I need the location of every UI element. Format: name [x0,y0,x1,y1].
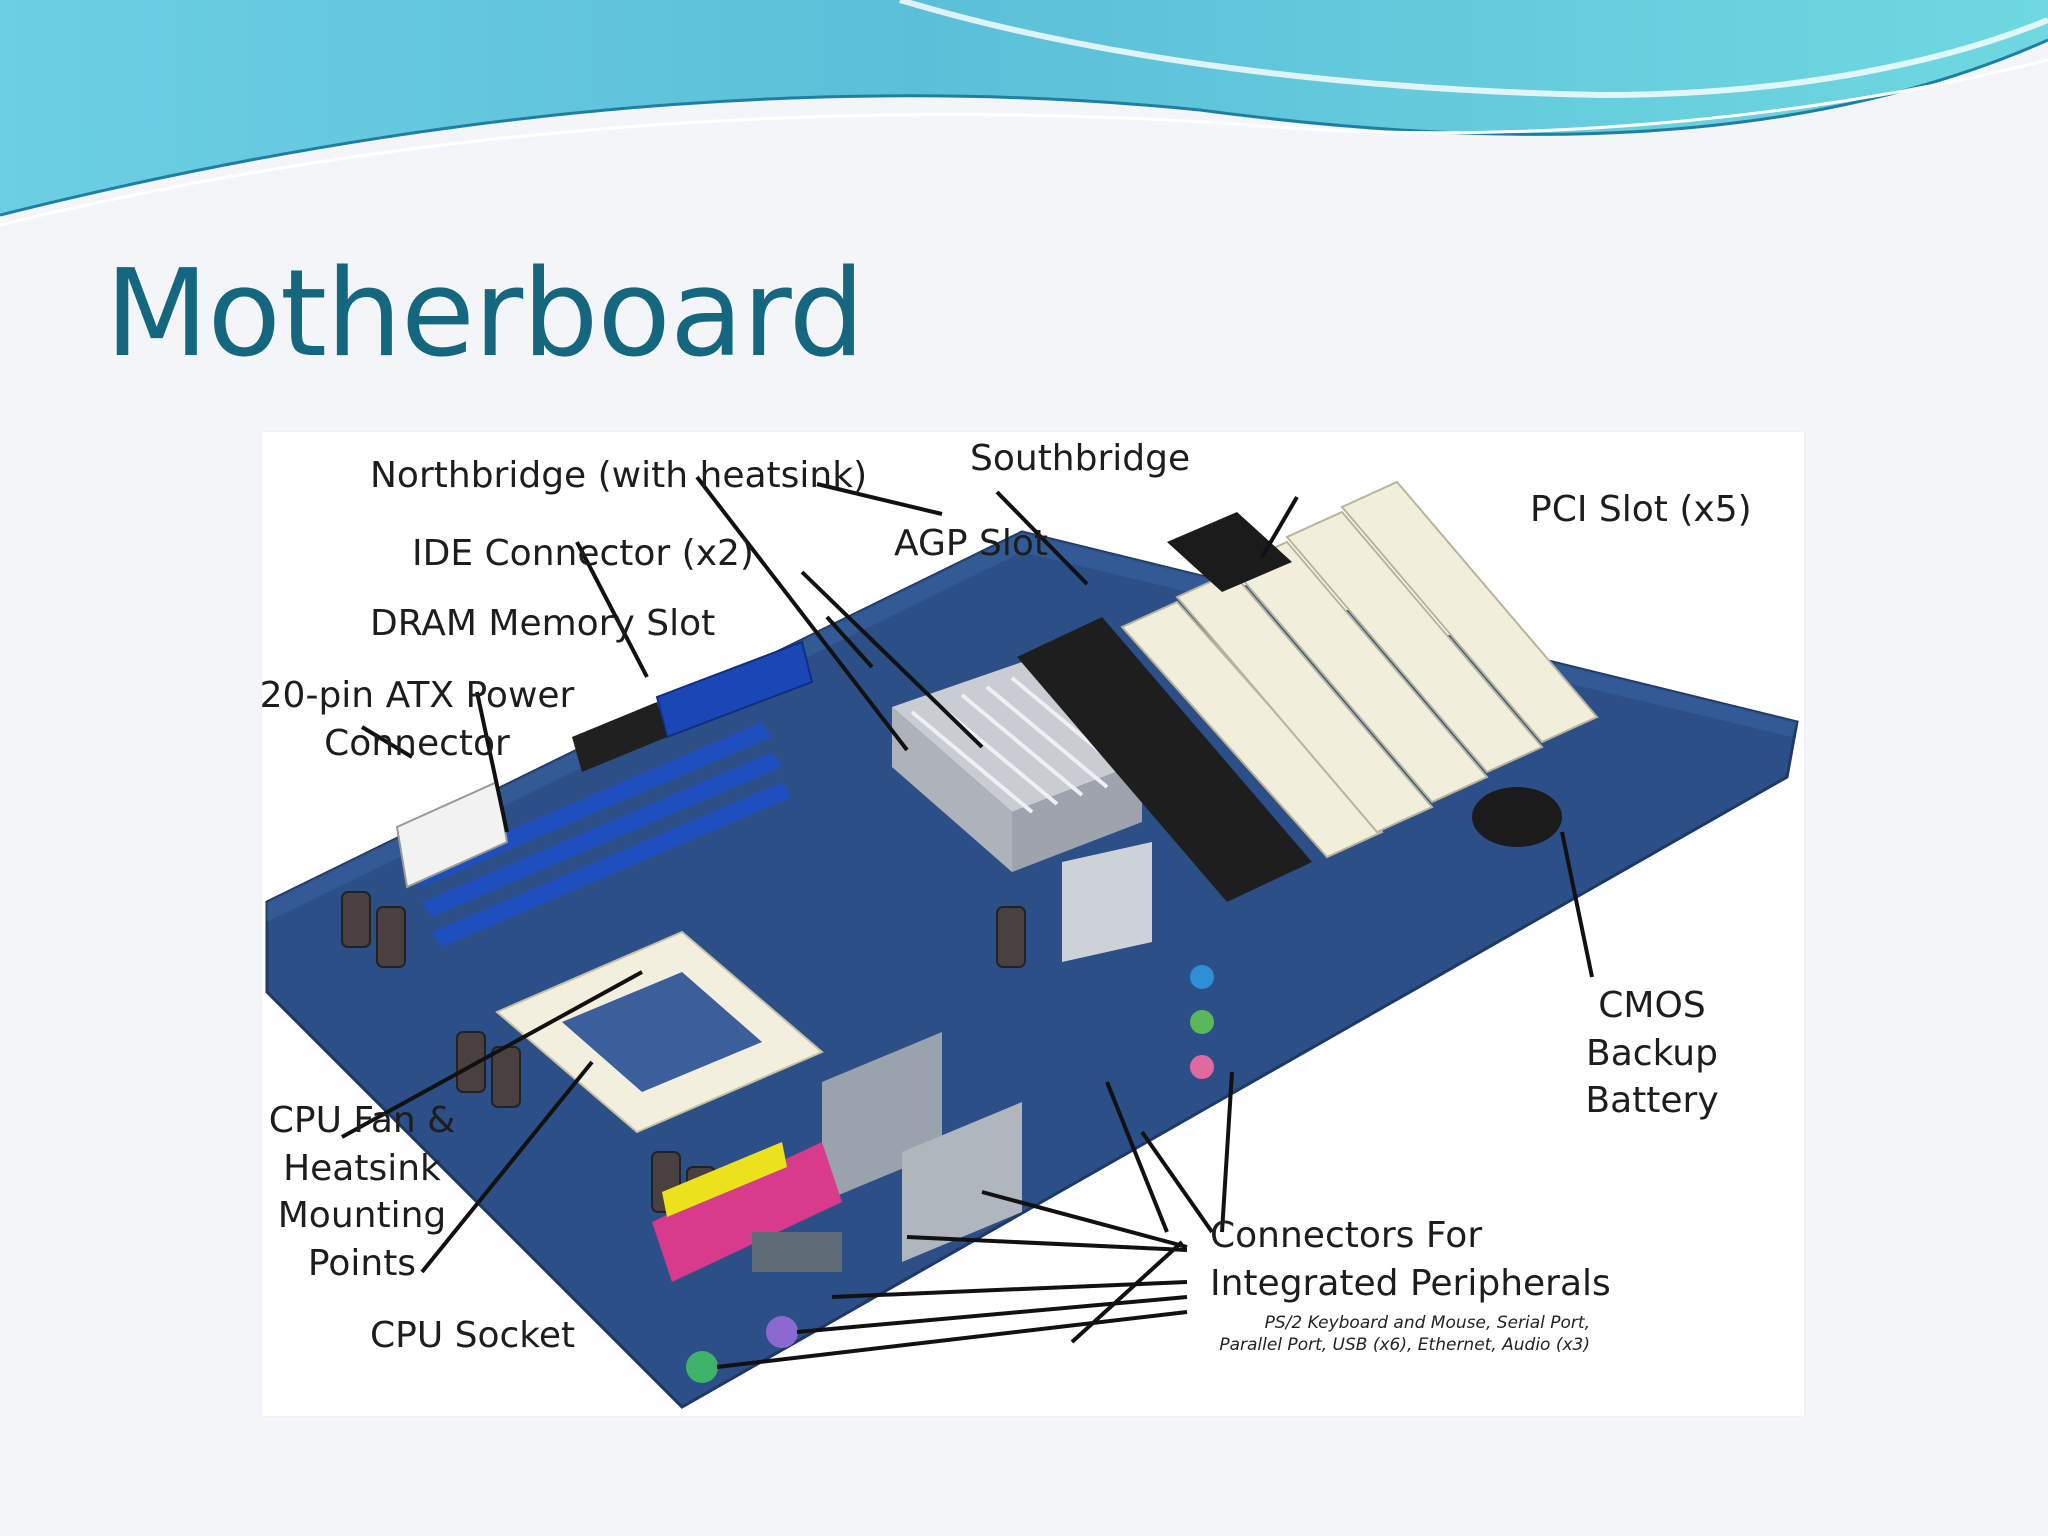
cpu-socket [495,930,824,1134]
agp-slot [1017,617,1312,902]
motherboard-diagram: Northbridge (with heatsink) Southbridge … [260,432,1804,1416]
label-cpu-socket: CPU Socket [370,1315,576,1356]
io-panel [652,842,1214,1383]
label-connectors-note: PS/2 Keyboard and Mouse, Serial Port, Pa… [1210,1312,1590,1357]
label-connectors-line1: Connectors For [1210,1215,1483,1256]
label-pci-slot: PCI Slot (x5) [1530,489,1752,530]
parallel-port [652,1142,842,1282]
label-cpu-fan-mounting-points: CPU Fan & Heatsink Mounting Points [242,1097,482,1287]
label-northbridge: Northbridge (with heatsink) [370,455,868,496]
label-cpu-fan-line2: Heatsink [283,1147,441,1189]
label-connectors-line2: Integrated Peripherals [1210,1262,1611,1304]
label-southbridge: Southbridge [970,438,1191,479]
label-connectors-note-line1: PS/2 Keyboard and Mouse, Serial Port, [1264,1313,1590,1333]
label-dram-memory-slot: DRAM Memory Slot [370,603,716,644]
label-connectors-note-line2: Parallel Port, USB (x6), Ethernet, Audio… [1219,1335,1590,1356]
ide-connector [655,640,814,739]
southbridge-chip [1167,512,1292,592]
label-cpu-fan-line1: CPU Fan & [268,1100,456,1141]
cmos-battery [1472,787,1562,847]
label-atx-line2: Connector [324,722,510,764]
label-cmos-backup-battery: CMOS Backup Battery [1562,982,1742,1125]
label-connectors-integrated-peripherals: Connectors For Integrated Peripherals [1210,1212,1611,1307]
dram-slots [412,722,792,947]
northbridge-heatsink [892,662,1142,872]
label-cpu-fan-line3: Mounting [277,1195,447,1237]
leader-lines [341,475,1594,1369]
slide-title: Motherboard [105,245,865,384]
label-cmos-line3: Battery [1585,1080,1719,1122]
label-atx-power-connector: 20-pin ATX Power Connector [252,672,582,767]
label-agp-slot: AGP Slot [894,523,1049,564]
atx-power-connector [395,780,509,889]
header-wave-decoration [0,0,2048,227]
label-cmos-line2: Backup [1586,1032,1718,1074]
label-ide-connector: IDE Connector (x2) [412,533,754,574]
label-cmos-line1: CMOS [1598,985,1706,1026]
label-cpu-fan-line4: Points [307,1242,417,1284]
label-atx-line1: 20-pin ATX Power [259,675,575,716]
motherboard-illustration [265,475,1799,1409]
